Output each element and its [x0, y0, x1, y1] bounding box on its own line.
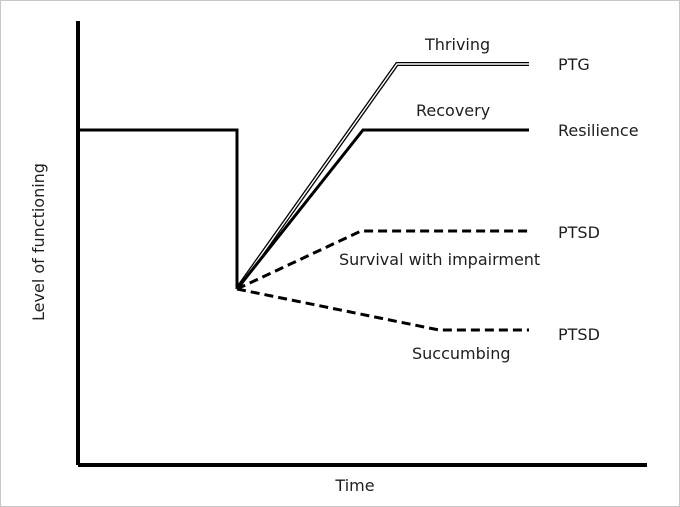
ptsd-outcome-label-lower: PTSD — [558, 325, 600, 344]
ptsd-outcome-label-upper: PTSD — [558, 223, 600, 242]
y-axis-label: Level of functioning — [29, 163, 48, 321]
survival-line — [236, 229, 529, 291]
resilience-outcome-label: Resilience — [558, 121, 639, 140]
x-axis-label: Time — [334, 476, 374, 495]
survival-label: Survival with impairment — [339, 250, 540, 269]
ptg-outcome-label: PTG — [558, 55, 590, 74]
succumbing-label: Succumbing — [412, 344, 511, 363]
succumbing-line — [236, 287, 529, 332]
thriving-line-inner — [236, 63, 529, 290]
baseline-line — [78, 128, 239, 289]
recovery-line — [235, 128, 529, 290]
recovery-label: Recovery — [416, 101, 490, 120]
thriving-label: Thriving — [424, 35, 490, 54]
